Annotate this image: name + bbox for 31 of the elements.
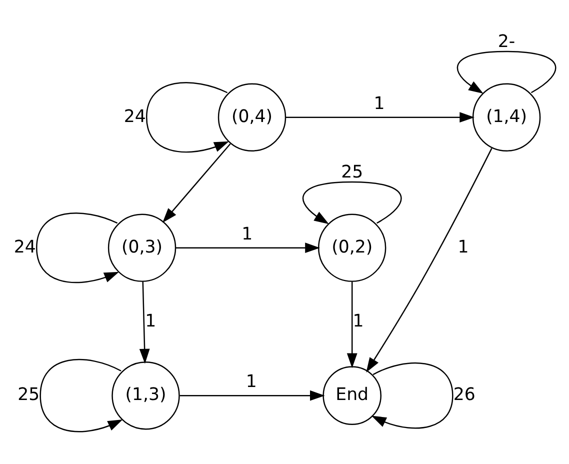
edge-label: 25 [341,162,364,182]
arrow [40,358,123,432]
arrow [302,180,402,224]
arrow [457,50,556,94]
arrow [180,390,325,400]
arrow [146,82,230,152]
node-circle: (1,3) [112,360,180,430]
edge-label: 25 [18,384,40,405]
edge-label: 24 [14,236,36,257]
node-circle: (0,2) [318,213,386,282]
edge-label: 26 [453,384,476,405]
node-circle: (0,4) [218,82,286,151]
edge-label: 1 [145,310,156,331]
edge-label: 24 [124,106,146,126]
node-circle: End [322,366,382,424]
edge-label: 1 [374,93,385,114]
arrow [366,148,492,372]
edge-label: 1 [242,224,253,244]
arrow [162,142,231,222]
arrow [36,212,120,283]
node-circle: (0,3) [108,213,176,282]
arrow [286,112,474,122]
edge-label: 2- [498,31,516,52]
arrow [371,362,454,428]
edge-label: 1 [458,236,469,257]
arrow [139,281,150,364]
arrow [176,242,320,253]
edge-label: 1 [246,372,257,392]
arrow [346,281,358,368]
node-circle: (1,4) [472,82,541,151]
edge-label: 1 [352,310,364,331]
